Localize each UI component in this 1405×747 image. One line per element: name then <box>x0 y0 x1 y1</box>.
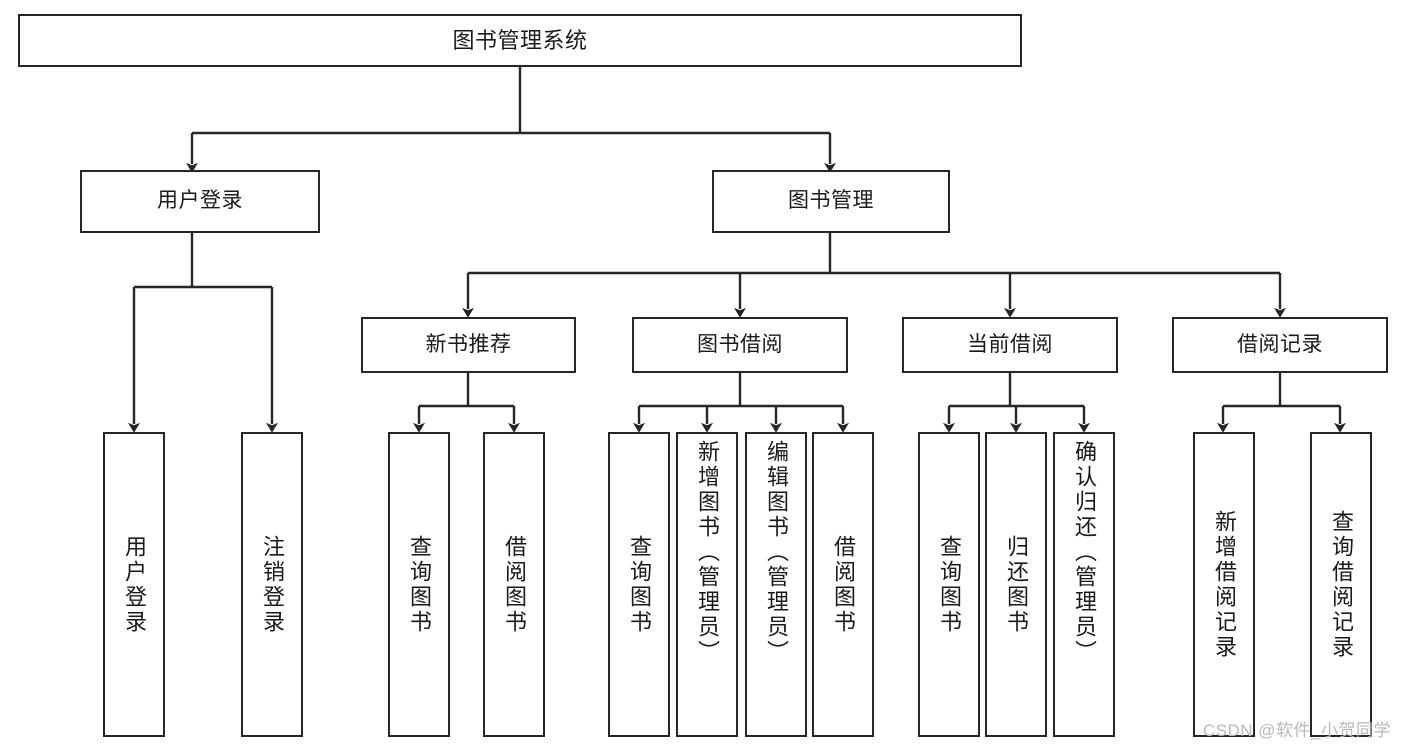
node-borrow-record-label: 借阅记录 <box>1237 332 1323 356</box>
leaf-add-record[interactable]: 新增借阅记录 <box>1193 432 1255 737</box>
leaf-logout[interactable]: 注销登录 <box>241 432 303 737</box>
leaf-user-login[interactable]: 用户登录 <box>103 432 165 737</box>
node-user-login[interactable]: 用户登录 <box>80 170 320 233</box>
leaf-query-book-1-label: 查询图书 <box>407 534 432 635</box>
leaf-borrow-book-2-label: 借阅图书 <box>831 534 856 635</box>
node-new-book-recommend[interactable]: 新书推荐 <box>361 317 576 373</box>
leaf-borrow-book-1-label: 借阅图书 <box>502 534 527 635</box>
leaf-query-book-2-label: 查询图书 <box>627 534 652 635</box>
node-current-borrow[interactable]: 当前借阅 <box>902 317 1118 373</box>
leaf-add-book[interactable]: 新增图书（管理员） <box>676 432 738 737</box>
node-root[interactable]: 图书管理系统 <box>18 14 1022 67</box>
node-book-management[interactable]: 图书管理 <box>712 170 950 233</box>
node-borrow-record[interactable]: 借阅记录 <box>1172 317 1388 373</box>
leaf-confirm-return[interactable]: 确认归还（管理员） <box>1053 432 1115 737</box>
node-book-borrow[interactable]: 图书借阅 <box>632 317 848 373</box>
leaf-borrow-book-1[interactable]: 借阅图书 <box>483 432 545 737</box>
leaf-query-book-3[interactable]: 查询图书 <box>918 432 980 737</box>
node-root-label: 图书管理系统 <box>452 27 588 53</box>
node-user-login-label: 用户登录 <box>157 189 243 213</box>
leaf-confirm-return-label: 确认归还（管理员） <box>1072 440 1097 665</box>
leaf-query-record[interactable]: 查询借阅记录 <box>1310 432 1372 737</box>
csdn-watermark: CSDN @软件_小贺同学 <box>1202 721 1391 740</box>
leaf-query-record-label: 查询借阅记录 <box>1329 509 1354 660</box>
leaf-edit-book-label: 编辑图书（管理员） <box>764 440 789 665</box>
node-book-management-label: 图书管理 <box>788 189 874 213</box>
leaf-edit-book[interactable]: 编辑图书（管理员） <box>745 432 807 737</box>
leaf-return-book-label: 归还图书 <box>1004 534 1029 635</box>
leaf-logout-label: 注销登录 <box>260 534 285 635</box>
node-book-borrow-label: 图书借阅 <box>697 332 783 356</box>
node-new-book-recommend-label: 新书推荐 <box>425 332 512 356</box>
leaf-add-record-label: 新增借阅记录 <box>1212 509 1237 660</box>
node-current-borrow-label: 当前借阅 <box>967 332 1053 356</box>
leaf-query-book-2[interactable]: 查询图书 <box>608 432 670 737</box>
leaf-query-book-3-label: 查询图书 <box>937 534 962 635</box>
leaf-query-book-1[interactable]: 查询图书 <box>388 432 450 737</box>
leaf-return-book[interactable]: 归还图书 <box>985 432 1047 737</box>
leaf-borrow-book-2[interactable]: 借阅图书 <box>812 432 874 737</box>
leaf-user-login-label: 用户登录 <box>122 534 147 635</box>
leaf-add-book-label: 新增图书（管理员） <box>695 440 720 665</box>
